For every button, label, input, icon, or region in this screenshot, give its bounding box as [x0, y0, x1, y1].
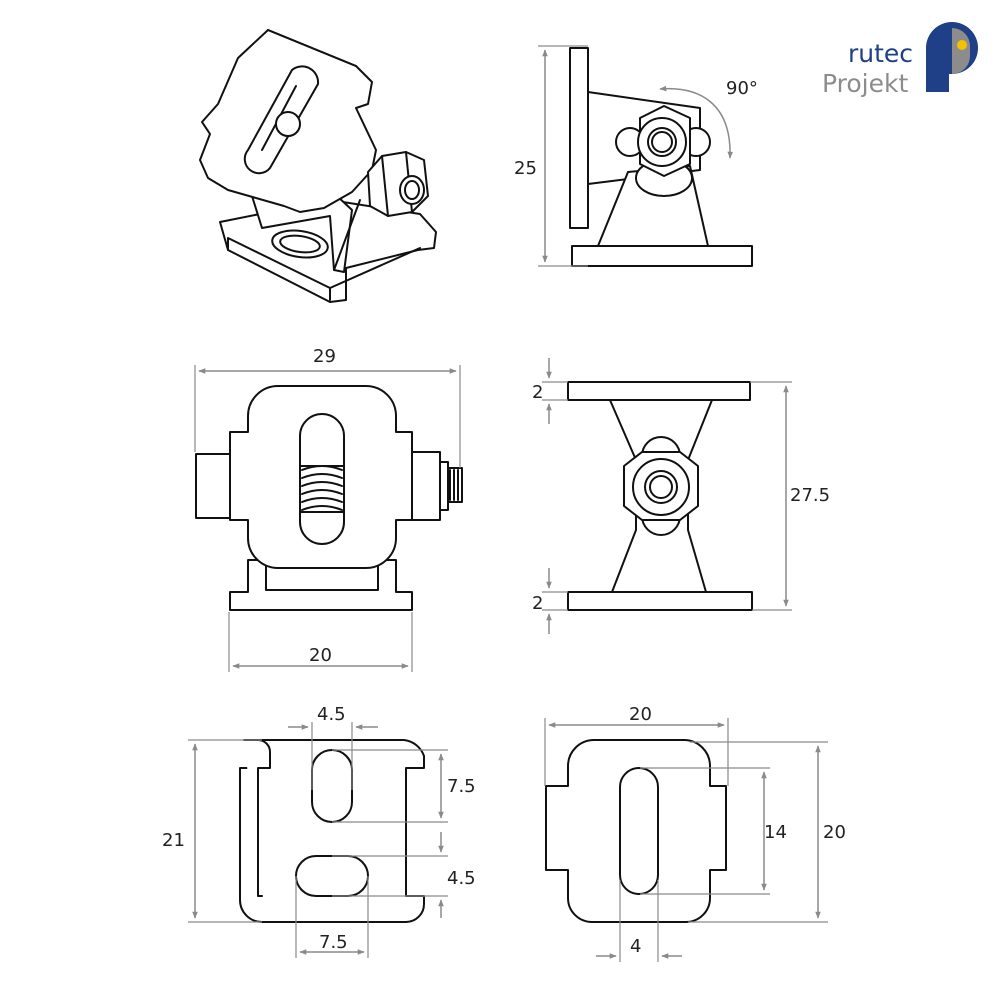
dim-height-25: 25 — [514, 158, 537, 179]
side-view: 25 90° — [514, 45, 758, 267]
dim-slot-length-14: 14 — [764, 822, 787, 843]
logo-mark-icon — [926, 22, 978, 92]
dim-slot2-length-7-5: 7.5 — [319, 932, 348, 953]
dim-height-27-5: 27.5 — [790, 485, 830, 506]
dim-width-20: 20 — [629, 704, 652, 725]
dim-thickness-top-2: 2 — [532, 382, 543, 403]
isometric-view — [199, 29, 437, 303]
dim-slot2-width-4-5: 4.5 — [447, 868, 476, 889]
dim-height-21: 21 — [162, 830, 185, 851]
dim-base-20: 20 — [309, 645, 332, 666]
logo-text-projekt: Projekt — [822, 69, 908, 98]
dim-height-20: 20 — [823, 822, 846, 843]
top-view: 27.5 2 2 — [532, 358, 830, 634]
front-view: 29 20 — [194, 346, 463, 672]
plate-right-view: 20 14 20 4 — [544, 704, 846, 962]
dim-rotation-90: 90° — [726, 78, 758, 99]
dim-slot-width-4-5: 4.5 — [317, 704, 346, 725]
brand-logo: rutec Projekt — [822, 22, 978, 98]
plate-left-view: 4.5 7.5 4.5 21 7.5 — [162, 704, 476, 958]
dim-width-29: 29 — [313, 346, 336, 367]
thread-icon — [299, 465, 345, 513]
dim-thickness-bottom-2: 2 — [532, 593, 543, 614]
dim-slot-length-7-5: 7.5 — [447, 776, 476, 797]
logo-text-rutec: rutec — [848, 39, 913, 68]
dim-slot-width-4: 4 — [630, 936, 641, 957]
